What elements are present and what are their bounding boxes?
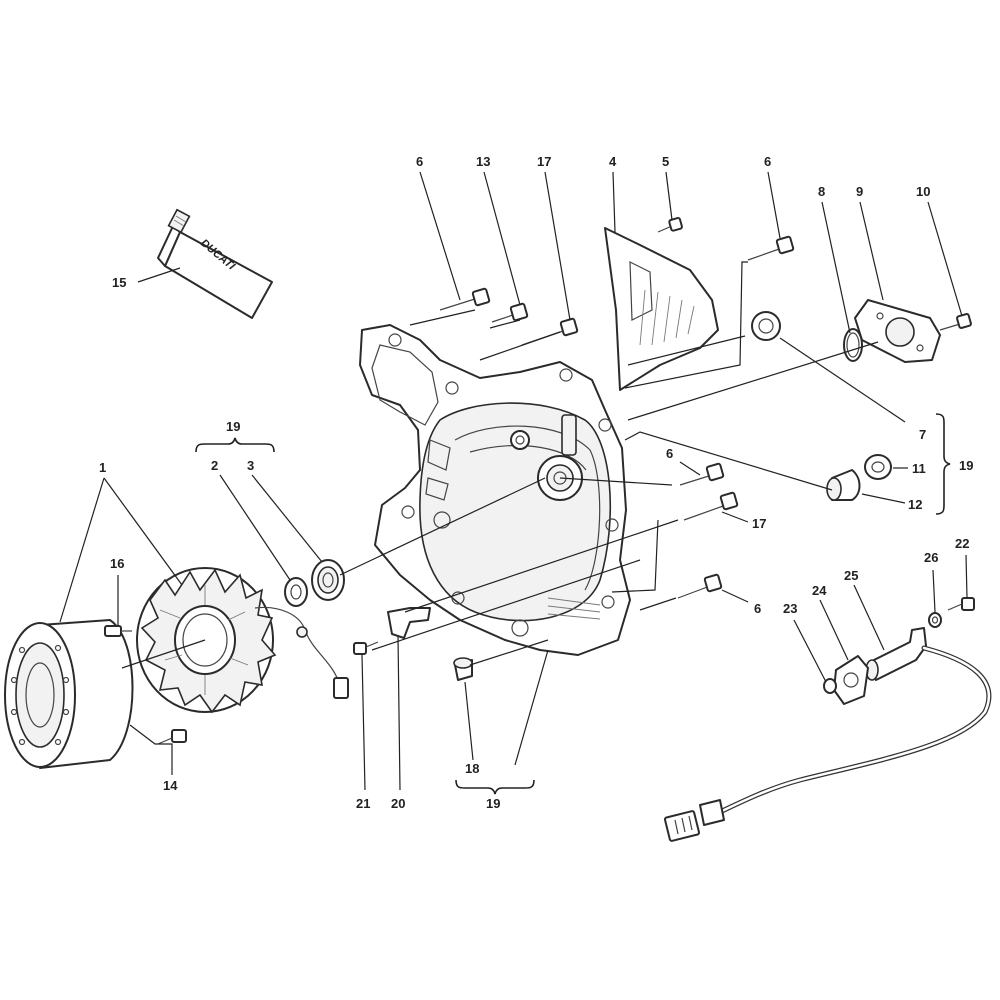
stator-connector[interactable]	[333, 677, 349, 699]
brace-19-right	[935, 413, 951, 515]
dowel-18[interactable]	[453, 657, 473, 681]
callout-6-middle: 6	[666, 446, 673, 461]
generator-rotor[interactable]	[4, 619, 134, 769]
o-ring-23[interactable]	[823, 678, 837, 694]
sensor-connector[interactable]	[663, 799, 725, 842]
clamp-20[interactable]	[387, 607, 431, 639]
bolt-6-lower[interactable]	[677, 573, 723, 599]
callout-2: 2	[211, 458, 218, 473]
callout-26: 26	[924, 550, 938, 565]
callout-6-lower: 6	[754, 601, 761, 616]
callout-12: 12	[908, 497, 922, 512]
leader-lines	[59, 171, 968, 791]
callout-7: 7	[919, 427, 926, 442]
o-ring-8[interactable]	[843, 328, 863, 362]
callout-20: 20	[391, 796, 405, 811]
callout-3: 3	[247, 458, 254, 473]
screw-21[interactable]	[353, 641, 379, 655]
dowel-12[interactable]	[826, 469, 861, 501]
bushing-7[interactable]	[751, 311, 781, 341]
callout-labels: 1 2 3 4 5 6 6 6 6 7 8 9 10 11 12 13 14 1…	[99, 154, 973, 811]
screw-22[interactable]	[947, 597, 975, 611]
screw-14[interactable]	[157, 729, 187, 745]
bolt-17-top[interactable]	[521, 317, 579, 346]
bolt-6-upper-right[interactable]	[747, 235, 795, 261]
callout-17-right: 17	[752, 516, 766, 531]
callout-1: 1	[99, 460, 106, 475]
callout-8: 8	[818, 184, 825, 199]
callout-22: 22	[955, 536, 969, 551]
callout-19-top-left: 19	[226, 419, 240, 434]
callout-24: 24	[812, 583, 827, 598]
callout-10: 10	[916, 184, 930, 199]
screw-10[interactable]	[939, 313, 972, 331]
seal-11[interactable]	[864, 454, 892, 480]
washer-2[interactable]	[284, 577, 308, 607]
bolt-6-middle[interactable]	[679, 462, 725, 486]
bolt-13[interactable]	[491, 302, 529, 323]
callout-23: 23	[783, 601, 797, 616]
callout-5: 5	[662, 154, 669, 169]
callout-19-right: 19	[959, 458, 973, 473]
flange-9[interactable]	[854, 299, 941, 363]
alternator-cover[interactable]	[359, 324, 631, 656]
callout-17-top: 17	[537, 154, 551, 169]
callout-15: 15	[112, 275, 126, 290]
callout-25: 25	[844, 568, 858, 583]
callout-13: 13	[476, 154, 490, 169]
gasket-24[interactable]	[833, 655, 869, 705]
sensor-25[interactable]	[865, 627, 927, 681]
callout-14: 14	[163, 778, 178, 793]
callout-6-top-right: 6	[764, 154, 771, 169]
brace-19-bottom	[455, 779, 535, 795]
generator-stator[interactable]	[136, 567, 277, 714]
cover-plate-4[interactable]	[604, 227, 719, 391]
callout-4: 4	[609, 154, 617, 169]
washer-26[interactable]	[928, 612, 942, 628]
callout-18: 18	[465, 761, 479, 776]
callout-11: 11	[912, 461, 926, 476]
bolt-17-right[interactable]	[683, 491, 739, 521]
sealant-tube[interactable]: DUCATI	[157, 208, 273, 319]
screw-5[interactable]	[657, 217, 683, 233]
bearing-3[interactable]	[311, 559, 345, 601]
brace-19-top-left	[195, 437, 275, 453]
callout-6-top-left: 6	[416, 154, 423, 169]
screw-16[interactable]	[104, 625, 132, 637]
callout-21: 21	[356, 796, 370, 811]
callout-16: 16	[110, 556, 124, 571]
callout-9: 9	[856, 184, 863, 199]
bolt-6-top[interactable]	[439, 287, 491, 311]
callout-19-bottom: 19	[486, 796, 500, 811]
